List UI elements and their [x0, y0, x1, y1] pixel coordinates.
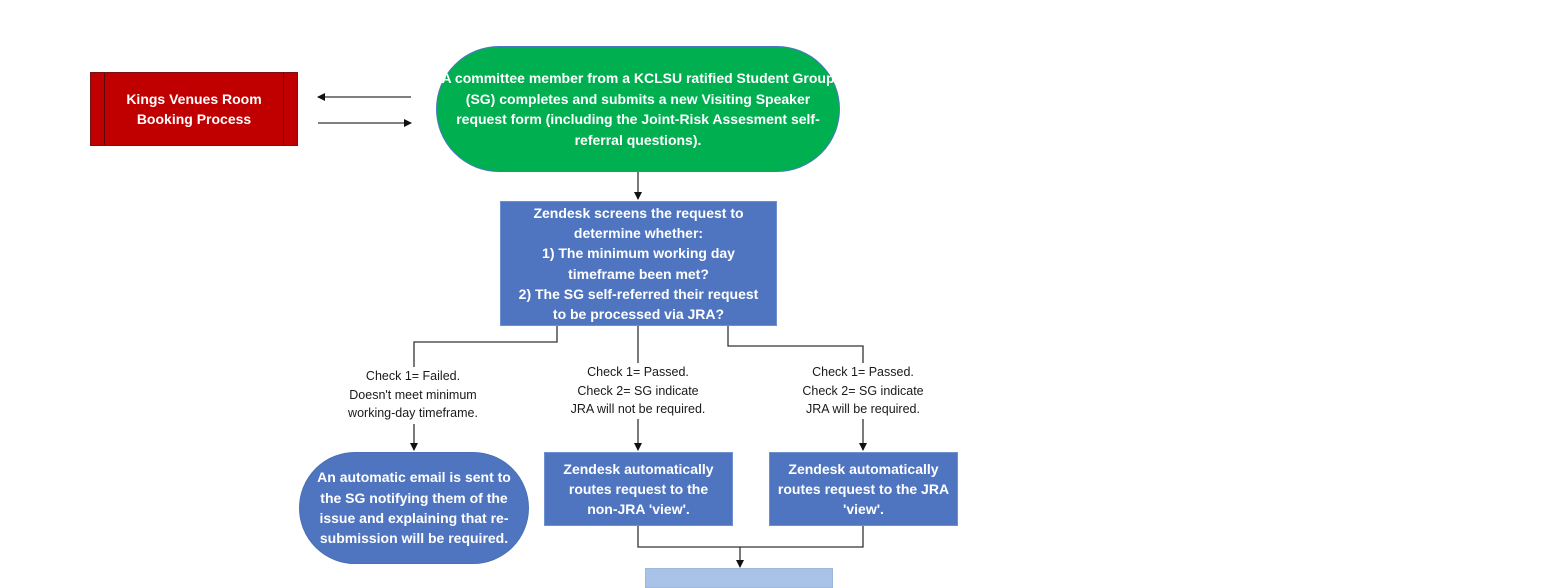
- condition-line: JRA will not be required.: [570, 402, 706, 416]
- condition-line: JRA will be required.: [806, 402, 920, 416]
- outcome-3-text: Zendesk automatically routes request to …: [777, 460, 950, 518]
- condition-line: Check 1= Passed.: [812, 365, 914, 379]
- screen-line: timeframe been met?: [568, 265, 709, 282]
- process-bar-left: [104, 73, 105, 145]
- screen-line: 2) The SG self-referred their request: [518, 285, 759, 302]
- next-step-box: [645, 568, 833, 588]
- screen-line: determine whether:: [573, 225, 704, 242]
- connectors: [317, 93, 867, 568]
- outcome-1-text: An automatic email is sent to the SG not…: [317, 469, 511, 547]
- condition-line: Check 2= SG indicate: [802, 383, 924, 398]
- branch-1-condition: Check 1= Failed. Doesn't meet minimum wo…: [330, 367, 496, 423]
- start-text: A committee member from a KCLSU ratified…: [441, 70, 835, 148]
- connector-merge: [637, 526, 864, 548]
- outcome-2-text: Zendesk automatically routes request to …: [563, 460, 714, 518]
- condition-line: Check 1= Failed.: [365, 369, 461, 383]
- connector-screen-to-branch-3: [727, 326, 864, 364]
- branch-2-condition: Check 1= Passed. Check 2= SG indicate JR…: [555, 363, 721, 419]
- connector-screen-to-branch-1: [413, 326, 558, 367]
- screen-line: 1) The minimum working day: [542, 245, 735, 262]
- start-node: A committee member from a KCLSU ratified…: [436, 46, 840, 172]
- outcome-email-resubmission: An automatic email is sent to the SG not…: [299, 452, 529, 564]
- condition-line: working-day timeframe.: [348, 406, 478, 420]
- screening-process: Zendesk screens the request to determine…: [500, 201, 777, 326]
- external-process-kings-venues: Kings Venues Room Booking Process: [90, 72, 298, 146]
- condition-line: Check 1= Passed.: [587, 365, 689, 379]
- screen-line: to be processed via JRA?: [552, 305, 725, 322]
- outcome-non-jra-view: Zendesk automatically routes request to …: [544, 452, 733, 526]
- process-bar-right: [283, 73, 284, 145]
- outcome-jra-view: Zendesk automatically routes request to …: [769, 452, 958, 526]
- branch-3-condition: Check 1= Passed. Check 2= SG indicate JR…: [780, 363, 946, 419]
- screen-line: Zendesk screens the request to: [533, 204, 744, 221]
- condition-line: Doesn't meet minimum: [349, 387, 477, 402]
- external-process-label: Kings Venues Room Booking Process: [126, 91, 262, 127]
- condition-line: Check 2= SG indicate: [577, 383, 699, 398]
